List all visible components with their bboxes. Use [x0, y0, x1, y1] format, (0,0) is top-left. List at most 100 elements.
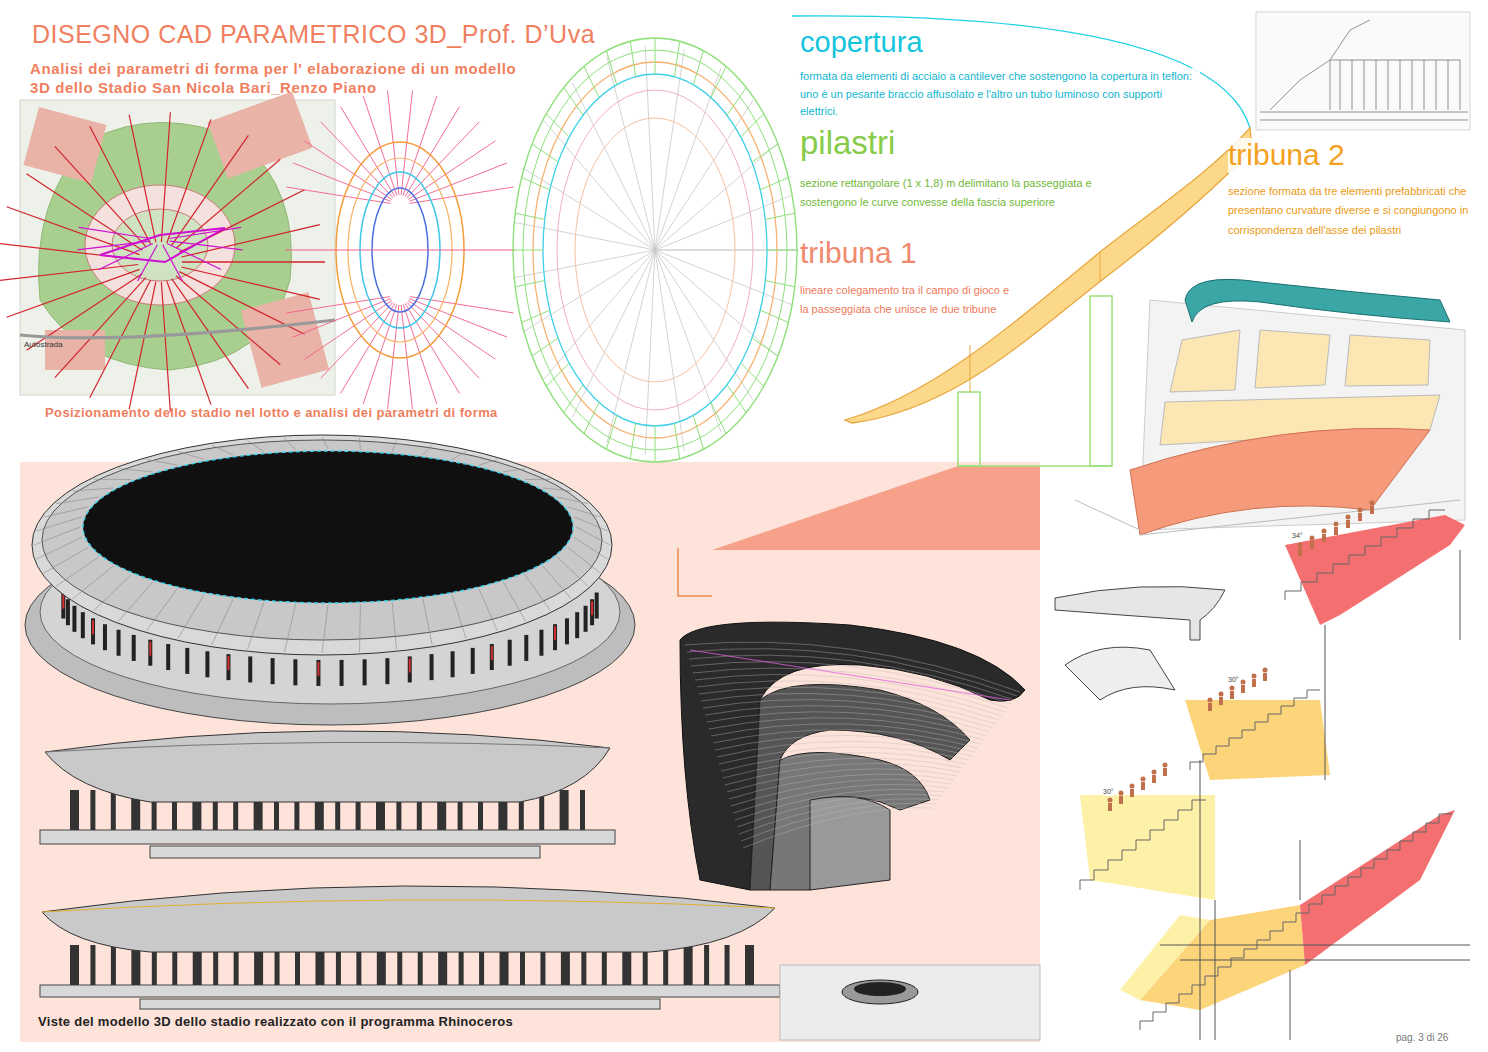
- illustration-part: [147, 589, 177, 631]
- illustration-part: [731, 779, 951, 806]
- illustration-part: [81, 612, 85, 638]
- illustration-part: [745, 945, 754, 985]
- illustration-part: [40, 985, 780, 997]
- illustration-part: [674, 41, 679, 76]
- illustration-part: [703, 700, 993, 728]
- illustration-part: [1230, 691, 1234, 699]
- illustration-part: [503, 582, 525, 621]
- illustration-part: [1370, 501, 1375, 506]
- illustration-part: [1130, 789, 1134, 797]
- illustration-part: [1255, 330, 1330, 388]
- illustration-part: [42, 886, 775, 952]
- section-heading: copertura: [800, 26, 1100, 59]
- illustration-part: [430, 654, 434, 680]
- illustration-part: [584, 402, 599, 433]
- illustration-part: [630, 423, 635, 458]
- illustration-part: [34, 437, 610, 653]
- illustration-part: [743, 808, 933, 848]
- illustration-part: [0, 112, 325, 411]
- illustration-part: [451, 651, 455, 677]
- illustration-part: [750, 684, 970, 890]
- illustration-part: [62, 595, 64, 609]
- illustration-part: [557, 497, 588, 504]
- illustration-part: [322, 605, 328, 653]
- illustration-part: [655, 49, 684, 250]
- stadium-section-3d: [680, 622, 1025, 890]
- illustration-part: [170, 227, 242, 238]
- illustration-part: [1140, 814, 1452, 1030]
- illustration-part: [150, 846, 540, 858]
- illustration-part: [655, 250, 778, 357]
- illustration-part: [1215, 900, 1216, 1040]
- illustration-part: [1298, 543, 1303, 548]
- illustration-part: [739, 799, 939, 834]
- illustration-part: [117, 630, 121, 656]
- illustration-part: [1241, 685, 1245, 693]
- illustration-part: [1208, 703, 1212, 711]
- illustration-part: [56, 557, 99, 586]
- illustration-part: [522, 310, 550, 322]
- illustration-part: [737, 794, 942, 827]
- illustration-part: [513, 38, 797, 462]
- illustration-part: [1270, 20, 1370, 110]
- illustration-part: [423, 445, 432, 455]
- illustration-part: [1346, 515, 1351, 520]
- illustration-part: [711, 66, 726, 97]
- illustration-part: [705, 706, 990, 732]
- illustration-part: [285, 250, 515, 251]
- illustration-part: [1358, 513, 1362, 521]
- illustration-part: [752, 144, 778, 162]
- illustration-part: [452, 595, 466, 639]
- section-description: sezione formata da tre elementi prefabbr…: [1228, 182, 1473, 240]
- illustration-part: [655, 250, 753, 400]
- illustration-part: [90, 945, 95, 985]
- angle-label: 30°: [1228, 676, 1239, 684]
- illustration-part: [1180, 960, 1470, 961]
- illustration-part: [1152, 775, 1156, 783]
- illustration-part: [408, 141, 495, 200]
- illustration-part: [491, 646, 493, 660]
- illustration-part: [674, 423, 679, 458]
- illustration-part: [129, 282, 156, 410]
- angle-label: 34°: [1292, 532, 1303, 540]
- illustration-part: [44, 507, 89, 517]
- illustration-part: [1160, 945, 1470, 946]
- illustration-part: [695, 674, 1005, 712]
- illustration-part: [99, 243, 153, 269]
- illustration-part: [568, 507, 601, 517]
- illustration-part: [1352, 60, 1353, 110]
- illustration-part: [55, 146, 146, 246]
- leader-arc: [792, 16, 1250, 128]
- illustration-part: [699, 687, 999, 720]
- illustration-part: [27, 174, 143, 250]
- illustration-part: [1100, 252, 1101, 282]
- illustration-part: [132, 635, 136, 661]
- illustration-part: [572, 83, 655, 250]
- illustration-part: [359, 438, 361, 450]
- illustration-part: [1185, 700, 1330, 780]
- illustration-part: [1108, 803, 1112, 811]
- illustration-part: [554, 626, 556, 640]
- illustration-part: [1340, 60, 1341, 110]
- illustration-part: [1285, 510, 1445, 600]
- illustration-part: [690, 650, 1010, 700]
- illustration-part: [845, 128, 1252, 423]
- illustration-part: [525, 574, 551, 610]
- illustration-part: [1080, 800, 1206, 890]
- illustration-part: [161, 112, 170, 242]
- illustration-part: [697, 681, 1002, 716]
- illustration-part: [91, 618, 95, 644]
- illustration-part: [149, 642, 151, 656]
- illustration-part: [655, 250, 799, 251]
- illustration-part: [729, 774, 954, 799]
- illustration-part: [595, 593, 599, 619]
- illustration-part: [1090, 296, 1112, 466]
- illustration-part: [61, 593, 65, 619]
- illustration-part: [546, 114, 569, 137]
- illustration-part: [167, 281, 211, 405]
- illustration-part: [1190, 690, 1320, 770]
- roof-pieces: [1055, 586, 1225, 700]
- illustration-part: [970, 345, 971, 392]
- illustration-part: [1346, 520, 1350, 528]
